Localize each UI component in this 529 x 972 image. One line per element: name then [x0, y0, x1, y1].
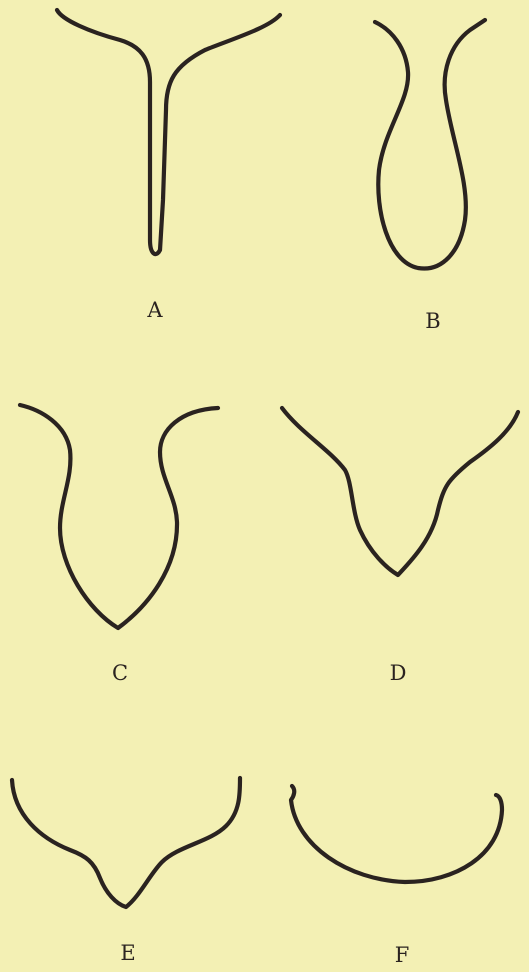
label-c: C: [112, 661, 128, 685]
label-b: B: [425, 309, 440, 333]
outline-a: [57, 10, 280, 254]
figure-d: D: [282, 408, 518, 685]
label-f: F: [395, 943, 410, 967]
outline-f: [291, 786, 502, 882]
label-e: E: [120, 941, 135, 965]
outline-b: [375, 20, 485, 269]
outline-c: [20, 405, 218, 628]
label-a: A: [146, 298, 163, 322]
outline-d: [282, 408, 518, 575]
figure-a: A: [57, 10, 280, 322]
figure-e: E: [12, 778, 240, 965]
label-d: D: [390, 661, 407, 685]
outline-e: [12, 778, 240, 907]
figure-f: F: [291, 786, 502, 967]
figure-c: C: [20, 405, 218, 685]
figure-b: B: [375, 20, 485, 333]
